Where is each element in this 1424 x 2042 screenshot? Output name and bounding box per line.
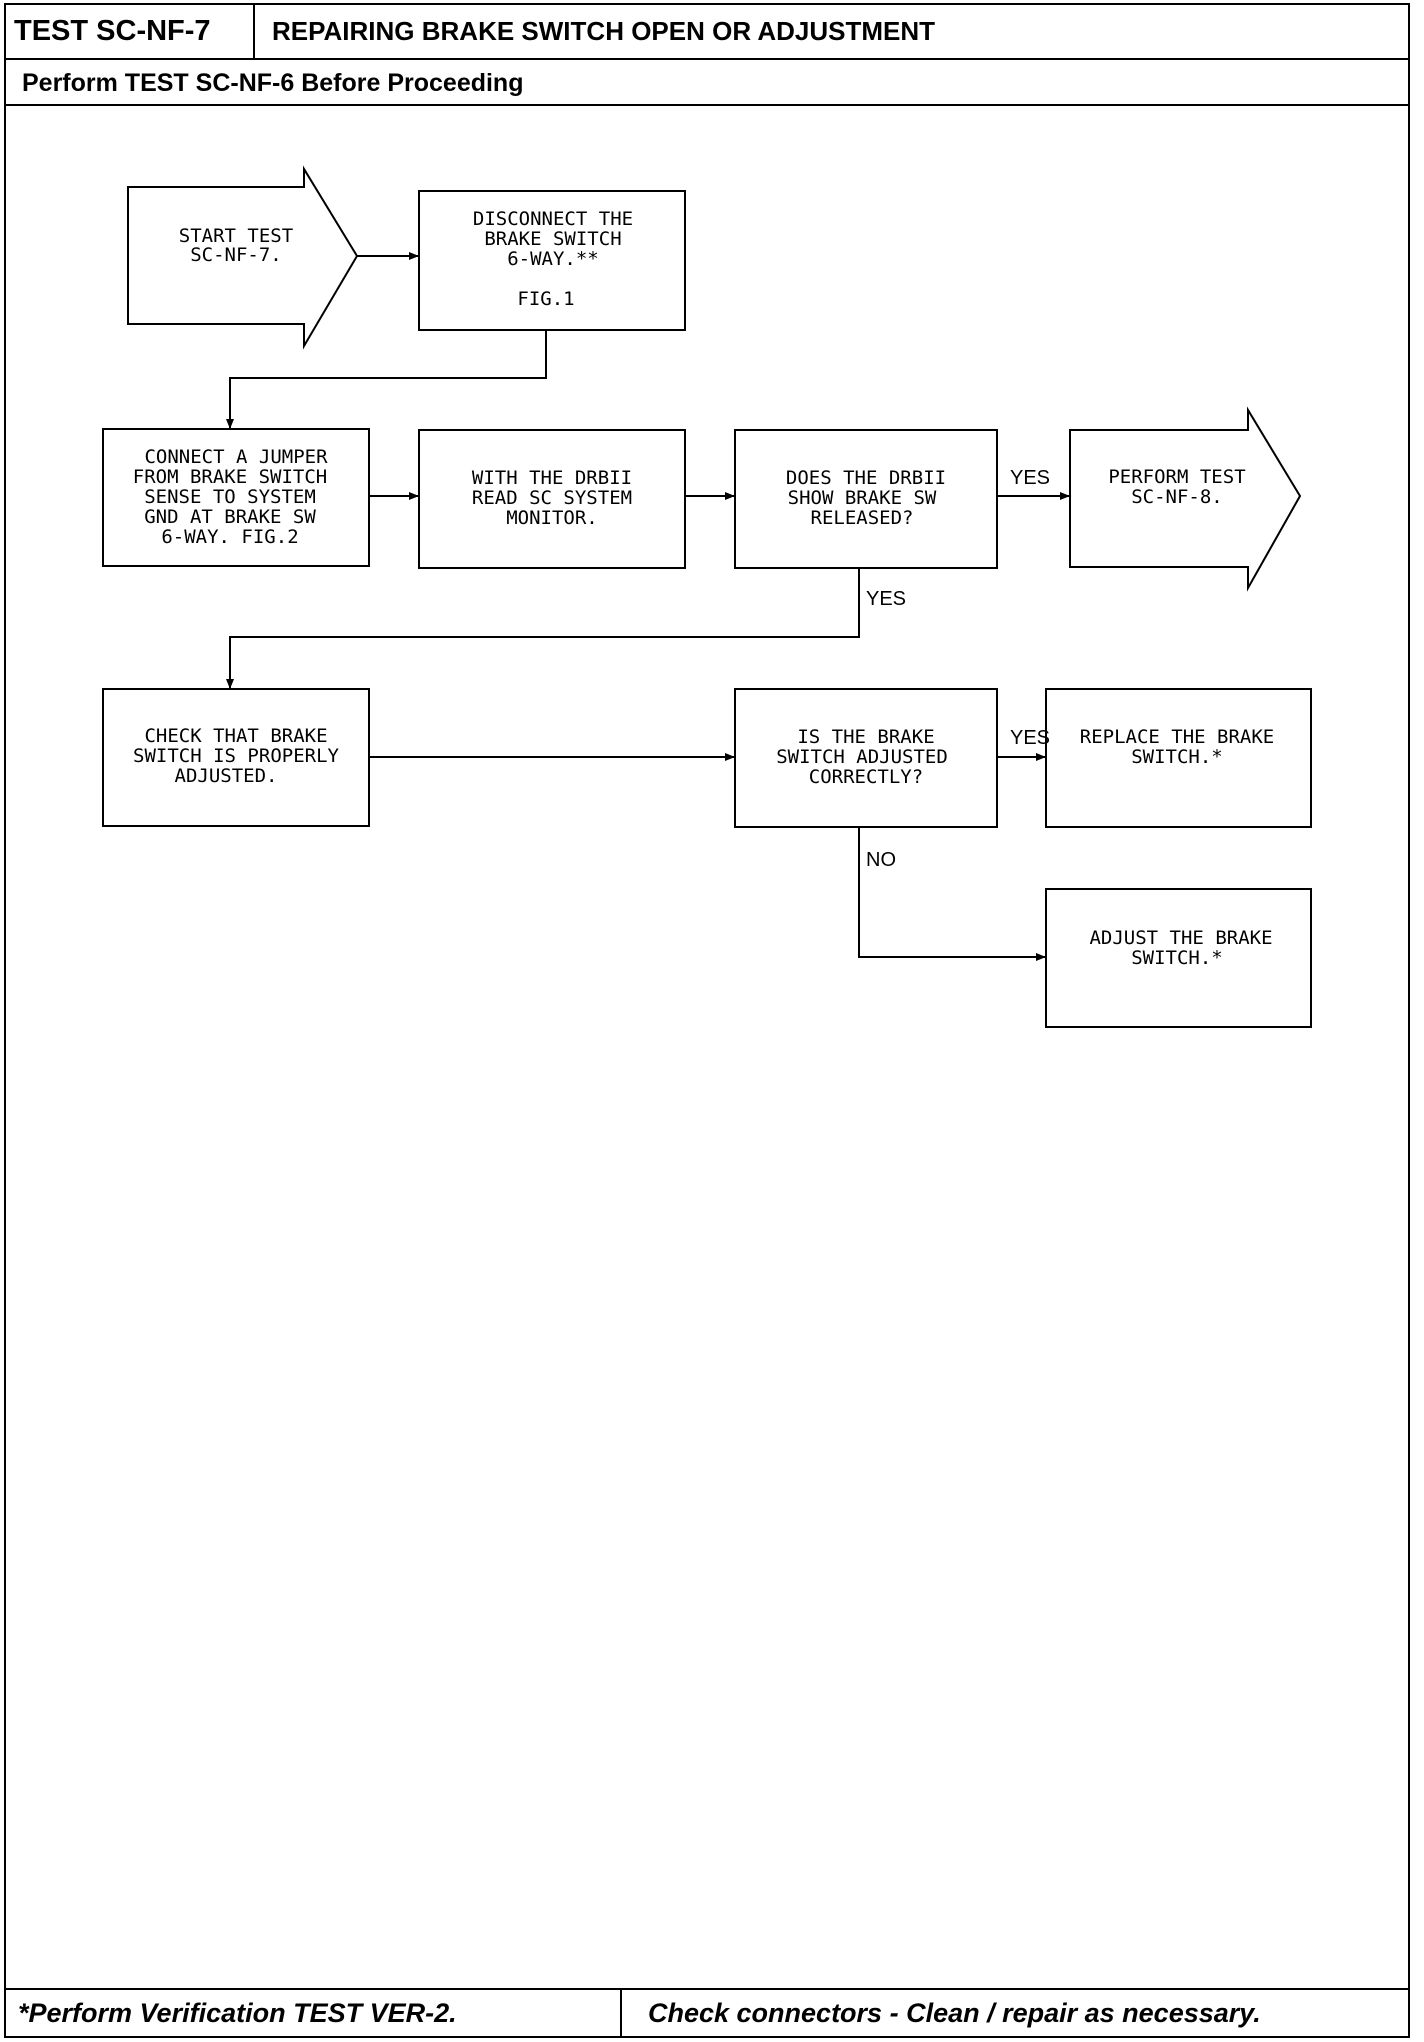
- disconnect-line: BRAKE SWITCH: [484, 228, 621, 250]
- verification-note: *Perform Verification TEST VER-2.: [6, 1990, 622, 2036]
- read-line: READ SC SYSTEM: [472, 487, 632, 509]
- adjusted-q-line: SWITCH ADJUSTED: [776, 746, 948, 768]
- check-line: CHECK THAT BRAKE: [144, 725, 327, 747]
- no-label-adjust: NO: [866, 849, 896, 871]
- start-line: SC-NF-7.: [190, 244, 282, 266]
- read-line: WITH THE DRBII: [472, 467, 632, 489]
- branch-labels: YES YES YES NO: [866, 467, 1050, 871]
- read-line: MONITOR.: [506, 507, 598, 529]
- jumper-line: FROM BRAKE SWITCH: [133, 466, 327, 488]
- disconnect-line: DISCONNECT THE: [473, 208, 633, 230]
- check-adjusted-box: [102, 688, 370, 827]
- adjusted-question-box: [734, 688, 998, 828]
- adjust-line: ADJUST THE BRAKE: [1089, 927, 1272, 949]
- adjust-line: SWITCH.*: [1131, 947, 1223, 969]
- test-title: REPAIRING BRAKE SWITCH OPEN OR ADJUSTMEN…: [272, 16, 936, 46]
- flow-shapes: [102, 165, 1312, 1028]
- drbii-read-box: [418, 429, 686, 569]
- question-line: RELEASED?: [811, 507, 914, 529]
- start-arrow-shape: [127, 165, 359, 350]
- replace-line: REPLACE THE BRAKE: [1080, 726, 1274, 748]
- arrow-no-to-adjust: [858, 827, 1046, 961]
- adjust-switch-box: [1045, 888, 1312, 1028]
- flow-texts: START TEST SC-NF-7. DISCONNECT THE BRAKE…: [133, 208, 1274, 969]
- jumper-line: GND AT BRAKE SW: [144, 506, 316, 528]
- jumper-line: CONNECT A JUMPER: [144, 446, 328, 468]
- test-page: TEST SC-NF-7 REPAIRING BRAKE SWITCH OPEN…: [4, 3, 1410, 2038]
- replace-switch-box: [1045, 688, 1312, 828]
- disconnect-fig: FIG.1: [517, 288, 574, 310]
- question-line: DOES THE DRBII: [786, 467, 946, 489]
- yes-label-replace: YES: [1010, 727, 1050, 749]
- disconnect-box: [418, 190, 686, 331]
- perform-line: PERFORM TEST: [1108, 466, 1245, 488]
- jumper-line: SENSE TO SYSTEM: [144, 486, 316, 508]
- adjusted-q-line: IS THE BRAKE: [797, 726, 934, 748]
- connect-jumper-box: [102, 428, 370, 567]
- precondition-note: Perform TEST SC-NF-6 Before Proceeding: [6, 60, 1408, 106]
- check-line: ADJUSTED.: [175, 765, 278, 787]
- replace-line: SWITCH.*: [1131, 746, 1223, 768]
- arrow-disconnect-to-jumper: [226, 330, 547, 429]
- yes-label-perform: YES: [1010, 467, 1050, 489]
- disconnect-line: 6-WAY.**: [507, 248, 599, 270]
- adjusted-q-line: CORRECTLY?: [809, 766, 923, 788]
- connectors-note: Check connectors - Clean / repair as nec…: [648, 1998, 1261, 2028]
- flow-connectors: [226, 252, 1070, 961]
- arrow-yes-to-check: [226, 568, 860, 689]
- jumper-line: 6-WAY. FIG.2: [161, 526, 298, 548]
- perform-line: SC-NF-8.: [1131, 486, 1223, 508]
- drbii-question-box: [734, 429, 998, 569]
- question-line: SHOW BRAKE SW: [788, 487, 937, 509]
- perform-test-arrow-shape: [1069, 406, 1302, 592]
- check-line: SWITCH IS PROPERLY: [133, 745, 339, 767]
- test-id: TEST SC-NF-7: [6, 5, 255, 58]
- start-line: START TEST: [179, 225, 293, 247]
- title-bar: TEST SC-NF-7 REPAIRING BRAKE SWITCH OPEN…: [6, 5, 1408, 60]
- yes-label-down: YES: [866, 588, 906, 610]
- footer-bar: *Perform Verification TEST VER-2. Check …: [6, 1988, 1408, 2036]
